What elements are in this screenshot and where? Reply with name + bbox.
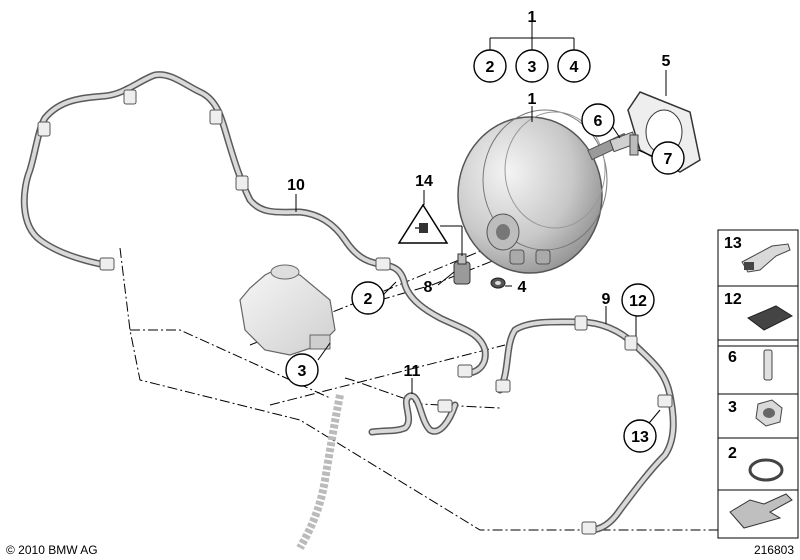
callout-3-tank: 3 <box>285 353 319 387</box>
callout-4-top: 4 <box>557 49 591 83</box>
callout-5-label: 5 <box>662 53 671 70</box>
diagram-number: 216803 <box>754 543 794 557</box>
callout-9-label: 9 <box>602 291 611 308</box>
callout-3-tank-label: 3 <box>298 363 307 380</box>
leader-lines <box>295 22 667 435</box>
pin-icon <box>763 349 773 381</box>
legend-item-arrow <box>717 489 799 539</box>
foam-pad-icon <box>747 305 794 331</box>
warning-triangle-icon <box>397 203 449 244</box>
callout-12-label: 12 <box>629 293 647 310</box>
brake-fluid-reservoir <box>239 264 336 356</box>
callout-8-label: 8 <box>424 279 433 296</box>
hose-connector-icon <box>375 257 391 271</box>
legend-item-13: 13 <box>717 229 799 287</box>
legend-item-2: 2 <box>717 437 799 491</box>
vacuum-line-11 <box>368 364 511 436</box>
callout-2-mid-label: 2 <box>364 291 373 308</box>
callout-12: 12 <box>621 283 655 317</box>
callout-8: 8 <box>424 279 433 296</box>
callout-4-mid-label: 4 <box>518 279 527 296</box>
callout-9: 9 <box>602 291 611 308</box>
callout-4-label: 4 <box>570 59 579 76</box>
legend-label-6: 6 <box>728 349 737 366</box>
callout-2-label: 2 <box>486 59 495 76</box>
hose-clip-icon <box>235 175 249 191</box>
vacuum-hose-10 <box>20 71 489 377</box>
callout-7-label: 7 <box>664 151 673 168</box>
callout-11-label: 11 <box>404 363 421 380</box>
check-valve-8 <box>453 253 471 285</box>
legend-item-6: 6 <box>717 345 799 401</box>
callout-2-mid: 2 <box>351 281 385 315</box>
legend-label-13: 13 <box>724 235 742 252</box>
hose-clip-icon <box>574 315 588 331</box>
callout-6-label: 6 <box>594 113 603 130</box>
hose-clip-icon <box>123 89 137 105</box>
callout-3-label: 3 <box>528 59 537 76</box>
hose-connector-icon <box>457 364 473 378</box>
hose-connector-icon <box>437 399 453 413</box>
hose-clip-icon <box>209 109 223 125</box>
callout-14-label: 14 <box>415 173 433 190</box>
callout-1-top: 1 <box>528 9 537 26</box>
callout-3-top: 3 <box>515 49 549 83</box>
callout-10: 10 <box>287 177 305 194</box>
callout-5: 5 <box>662 53 671 70</box>
arrow-icon <box>729 493 793 529</box>
flex-hose <box>296 394 344 550</box>
callout-4-mid: 4 <box>518 279 527 296</box>
hose-clip-icon <box>657 394 673 408</box>
callout-2-top: 2 <box>473 49 507 83</box>
hose-clip-icon <box>624 335 638 351</box>
callout-7: 7 <box>651 141 685 175</box>
callout-1-booster-label: 1 <box>528 91 537 108</box>
legend-label-12: 12 <box>724 291 742 308</box>
callout-6: 6 <box>581 103 615 137</box>
callout-10-label: 10 <box>287 177 305 194</box>
clevis-6-7 <box>609 131 639 156</box>
hose-connector-icon <box>495 379 511 393</box>
callout-13-label: 13 <box>631 429 649 446</box>
vacuum-line-9 <box>496 315 677 535</box>
legend-label-3: 3 <box>728 399 737 416</box>
callout-14: 14 <box>415 173 433 190</box>
callout-1-booster: 1 <box>528 91 537 108</box>
bracket-clip-icon <box>741 243 791 273</box>
sealing-ring-icon <box>748 458 784 482</box>
hose-clip-icon <box>37 121 51 137</box>
legend-label-2: 2 <box>728 445 737 462</box>
parts-legend: 13 12 7 6 <box>717 229 799 539</box>
hose-connector-icon <box>99 257 115 271</box>
legend-item-12: 12 <box>717 285 799 341</box>
copyright-text: © 2010 BMW AG <box>6 543 98 557</box>
grommet-4 <box>490 277 506 289</box>
legend-item-3: 3 <box>717 393 799 439</box>
callout-1-label: 1 <box>528 9 537 26</box>
hose-connector-icon <box>581 521 597 535</box>
hex-nut-icon <box>755 399 783 427</box>
callout-11: 11 <box>404 363 421 380</box>
callout-13: 13 <box>623 419 657 453</box>
